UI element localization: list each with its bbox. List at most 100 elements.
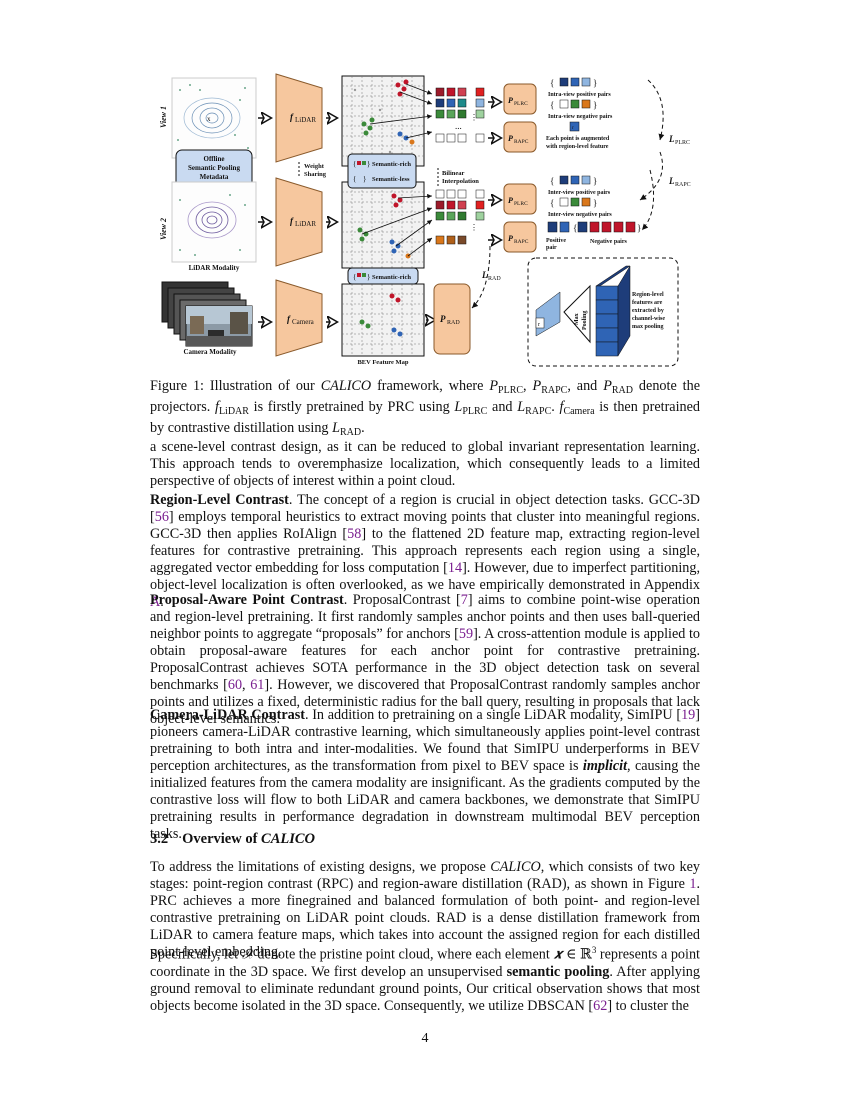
paragraph-overview: To address the limitations of existing d…	[150, 859, 700, 961]
spec-sup: 3	[591, 945, 597, 955]
lrapc-arrow	[641, 169, 655, 231]
citation-7[interactable]: 7	[460, 592, 468, 608]
bev2-feature-arrows	[361, 193, 433, 257]
caption-l3-sub: RAD	[339, 427, 362, 438]
caption-f2: f	[559, 399, 564, 415]
citation-61[interactable]: 61	[250, 677, 265, 693]
semantic-pooling-term: semantic pooling	[506, 963, 610, 980]
brace-inter-neg-close: }	[593, 198, 597, 208]
figure-1-link[interactable]: 1	[689, 876, 697, 892]
dots-1: ...	[455, 121, 462, 131]
proposal-text-3: ]. A cross-attention module is applied t…	[150, 626, 700, 693]
brace-intra-neg-close: }	[593, 100, 597, 110]
region-level-5: max pooling	[632, 324, 664, 330]
pooled-vector	[535, 291, 561, 337]
caption-dot: .	[551, 399, 560, 415]
f-lidar-2-f: f	[290, 216, 294, 226]
citation-56[interactable]: 56	[154, 509, 169, 525]
spec-X: 𝒳	[241, 946, 254, 963]
region-text-3: ] to the flattened 2D feature map, extra…	[150, 526, 700, 576]
view1-rings	[183, 97, 241, 139]
legend-rich-swatch-1	[357, 161, 361, 165]
p-plrc-1-p: P	[508, 96, 513, 105]
intra-positive-pairs	[559, 77, 591, 87]
bilinear-label-2: Interpolation	[442, 178, 479, 185]
citation-59[interactable]: 59	[458, 626, 474, 642]
section-title-prefix: Overview of	[182, 831, 262, 847]
p-rad-p: P	[440, 314, 446, 324]
paragraph-proposal: Proposal-Aware Point Contrast. ProposalC…	[150, 592, 700, 728]
citation-62[interactable]: 62	[593, 997, 608, 1014]
offline-pooling-line3: Metadata	[200, 173, 229, 181]
region-level-4: channel-wise	[632, 316, 665, 322]
intra-negative-pairs	[559, 99, 591, 109]
caption-l3: L	[332, 420, 340, 436]
p-rapc-2	[503, 221, 537, 253]
overview-text-2: , which consists of two key stages: poin…	[150, 859, 700, 892]
p-plrc-2	[503, 183, 537, 215]
offline-pooling-line2: Semantic Pooling	[188, 164, 240, 172]
spec-text-4: . After applying ground removal to elimi…	[150, 963, 700, 1014]
bev-map-2	[341, 181, 425, 269]
caption-f1-sub: LiDAR	[218, 406, 249, 417]
caption-mid2: is firstly pretrained by PRC using	[248, 399, 455, 415]
spec-text-5: ] to cluster the	[607, 997, 689, 1014]
appendix-a-link[interactable]: A	[150, 594, 161, 610]
view1-ego: x	[207, 115, 211, 123]
bev1-feature-arrows	[369, 83, 433, 139]
region-text-2: ] employs temporal heuristics to extract…	[150, 509, 700, 542]
max-pool-triangle	[563, 284, 591, 344]
citation-60[interactable]: 60	[227, 677, 243, 693]
p-plrc-1	[503, 83, 537, 115]
weight-sharing-2: Sharing	[304, 171, 327, 178]
region-text-5: .	[160, 594, 164, 610]
spec-x: 𝒙	[553, 946, 563, 963]
f-lidar-1-sub: LiDAR	[295, 116, 316, 124]
camera-lidar-title: Camera-LiDAR Contrast	[150, 707, 305, 723]
caption-end1: denote the projectors.	[150, 378, 700, 415]
f-lidar-2-sub: LiDAR	[295, 220, 316, 228]
f-lidar-encoder-1	[275, 73, 323, 163]
caption-name: CALICO	[320, 378, 372, 394]
paragraph-camera-lidar: Camera-LiDAR Contrast. In addition to pr…	[150, 707, 700, 843]
vdots-2: ⋮	[470, 223, 478, 232]
max-pool-label-2: Pooling	[582, 311, 588, 330]
view2-feature-squares	[435, 189, 485, 245]
feature-stack	[595, 265, 631, 357]
caption-l1-sub: PLRC	[462, 406, 488, 417]
citation-19[interactable]: 19	[681, 707, 696, 723]
f-lidar-1-f: f	[290, 112, 294, 122]
overview-text-1: To address the limitations of existing d…	[150, 859, 491, 875]
lplrc-arrow-2	[639, 151, 663, 201]
legend-brace-1: {	[353, 160, 356, 168]
caption-p3: P	[603, 378, 612, 394]
caption-f1: f	[214, 399, 219, 415]
spec-text-2: denote the pristine point cloud, where e…	[253, 946, 554, 963]
lidar-modality-label: LiDAR Modality	[189, 264, 240, 272]
camera-text-3: , causing the initialized features from …	[150, 758, 701, 842]
caption-l2-sub: RAPC	[525, 406, 552, 417]
inter-positive-pairs	[559, 175, 591, 185]
l-plrc-sub: PLRC	[675, 140, 690, 146]
section-number: 3.2	[150, 831, 169, 847]
camera-text-1: . In addition to pretraining on a single…	[304, 707, 682, 723]
caption-p3-sub: RAD	[611, 385, 633, 396]
augmented-label-1: Each point is augmented	[546, 136, 610, 142]
positive-pair-label-2: pair	[546, 245, 557, 251]
bev-map-camera	[341, 283, 425, 357]
view1-label: View 1	[159, 106, 168, 128]
max-pooling-box	[527, 257, 679, 367]
pooled-r-box	[535, 317, 545, 329]
intra-positive-label: Intra-view positive pairs	[548, 92, 611, 98]
caption-p2-sub: RAPC	[541, 385, 568, 396]
semantic-rich-label-2: Semantic-rich	[372, 274, 411, 281]
camera-implicit: implicit	[582, 758, 628, 774]
caption-c1: ,	[523, 378, 533, 394]
citation-58[interactable]: 58	[347, 526, 362, 542]
brace-inter-pos-open: {	[550, 176, 554, 186]
citation-14[interactable]: 14	[447, 560, 463, 576]
view1-pointcloud	[171, 77, 257, 159]
paragraph-intro: a scene-level contrast design, as it can…	[150, 439, 700, 490]
